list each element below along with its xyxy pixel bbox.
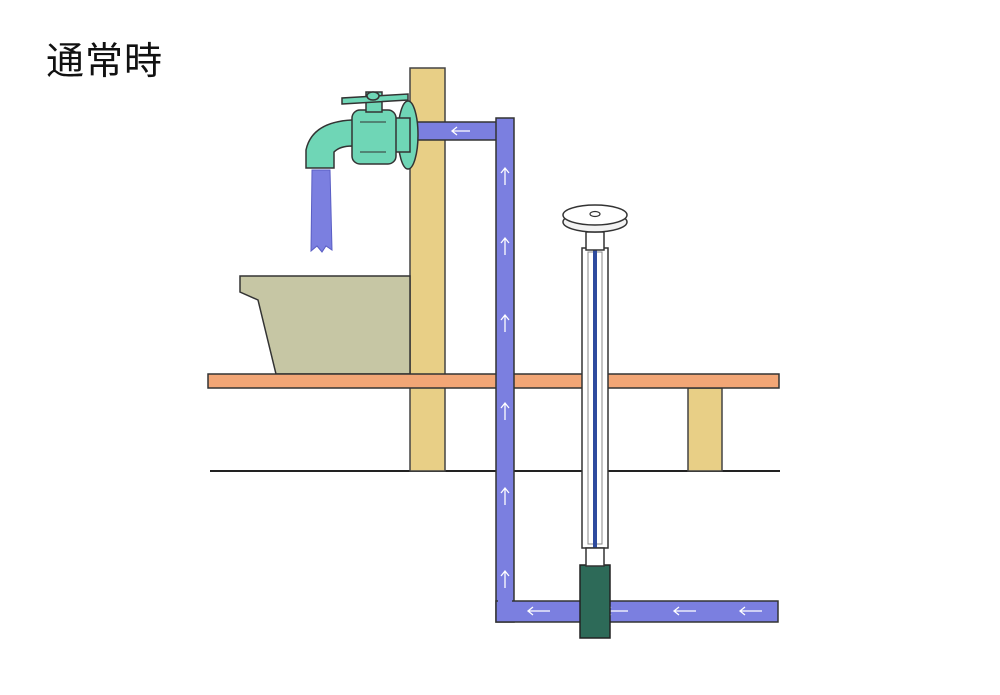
water-stream [310, 169, 333, 253]
shelf-leg [687, 387, 723, 472]
valve-collar [585, 547, 605, 567]
wash-basin [239, 275, 411, 375]
faucet-icon [305, 91, 419, 170]
valve-rod [593, 242, 597, 565]
page-title: 通常時 [46, 39, 164, 83]
valve-handle-icon [562, 204, 628, 233]
water-pipe [415, 117, 779, 623]
wooden-shelf [207, 373, 780, 389]
valve-neck [585, 231, 605, 251]
flow-arrows-up [500, 166, 510, 588]
valve-base [579, 564, 611, 639]
